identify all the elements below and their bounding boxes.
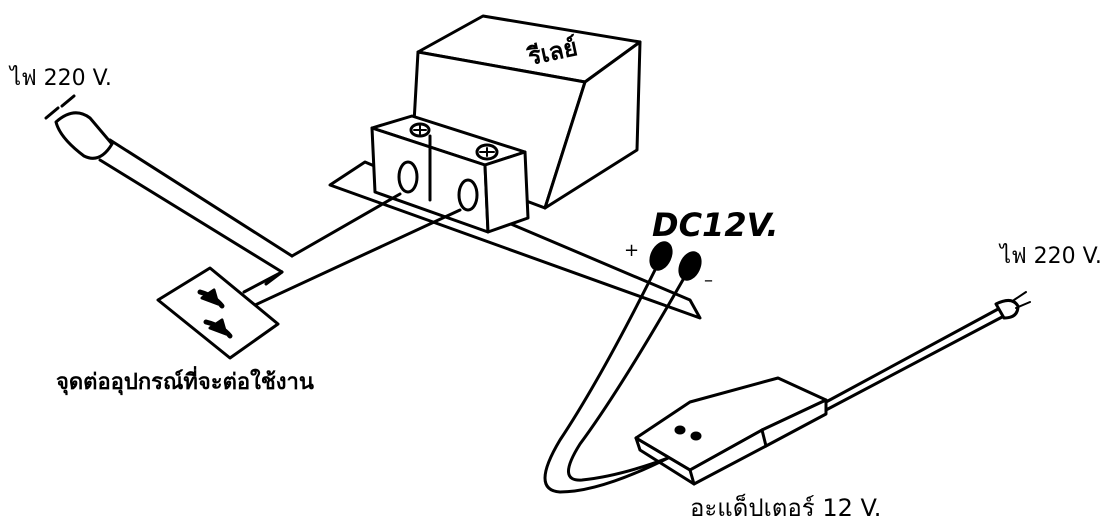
dc-leads: [543, 241, 702, 494]
outlet-socket: [156, 266, 280, 360]
dc-plus-sign: +: [624, 240, 639, 261]
dc-minus-sign: –: [704, 270, 713, 291]
dc-voltage-label: DC12V.: [652, 206, 779, 244]
mains-label-left: ไฟ 220 V.: [10, 66, 112, 91]
mains-label-right: ไฟ 220 V.: [1000, 244, 1102, 269]
terminal-wire-right: [238, 208, 462, 314]
mains-plug-right: [824, 291, 1031, 412]
terminal-wire-left: [290, 192, 402, 258]
terminal-block: [370, 114, 530, 234]
outlet-cable: [242, 270, 284, 294]
adapter-box: [634, 376, 828, 486]
mains-plug-left: [44, 94, 294, 274]
outlet-caption: จุดต่ออุปกรณ์ที่จะต่อใช้งาน: [56, 370, 314, 395]
adapter-caption: อะแด็ปเตอร์ 12 V.: [690, 494, 882, 522]
